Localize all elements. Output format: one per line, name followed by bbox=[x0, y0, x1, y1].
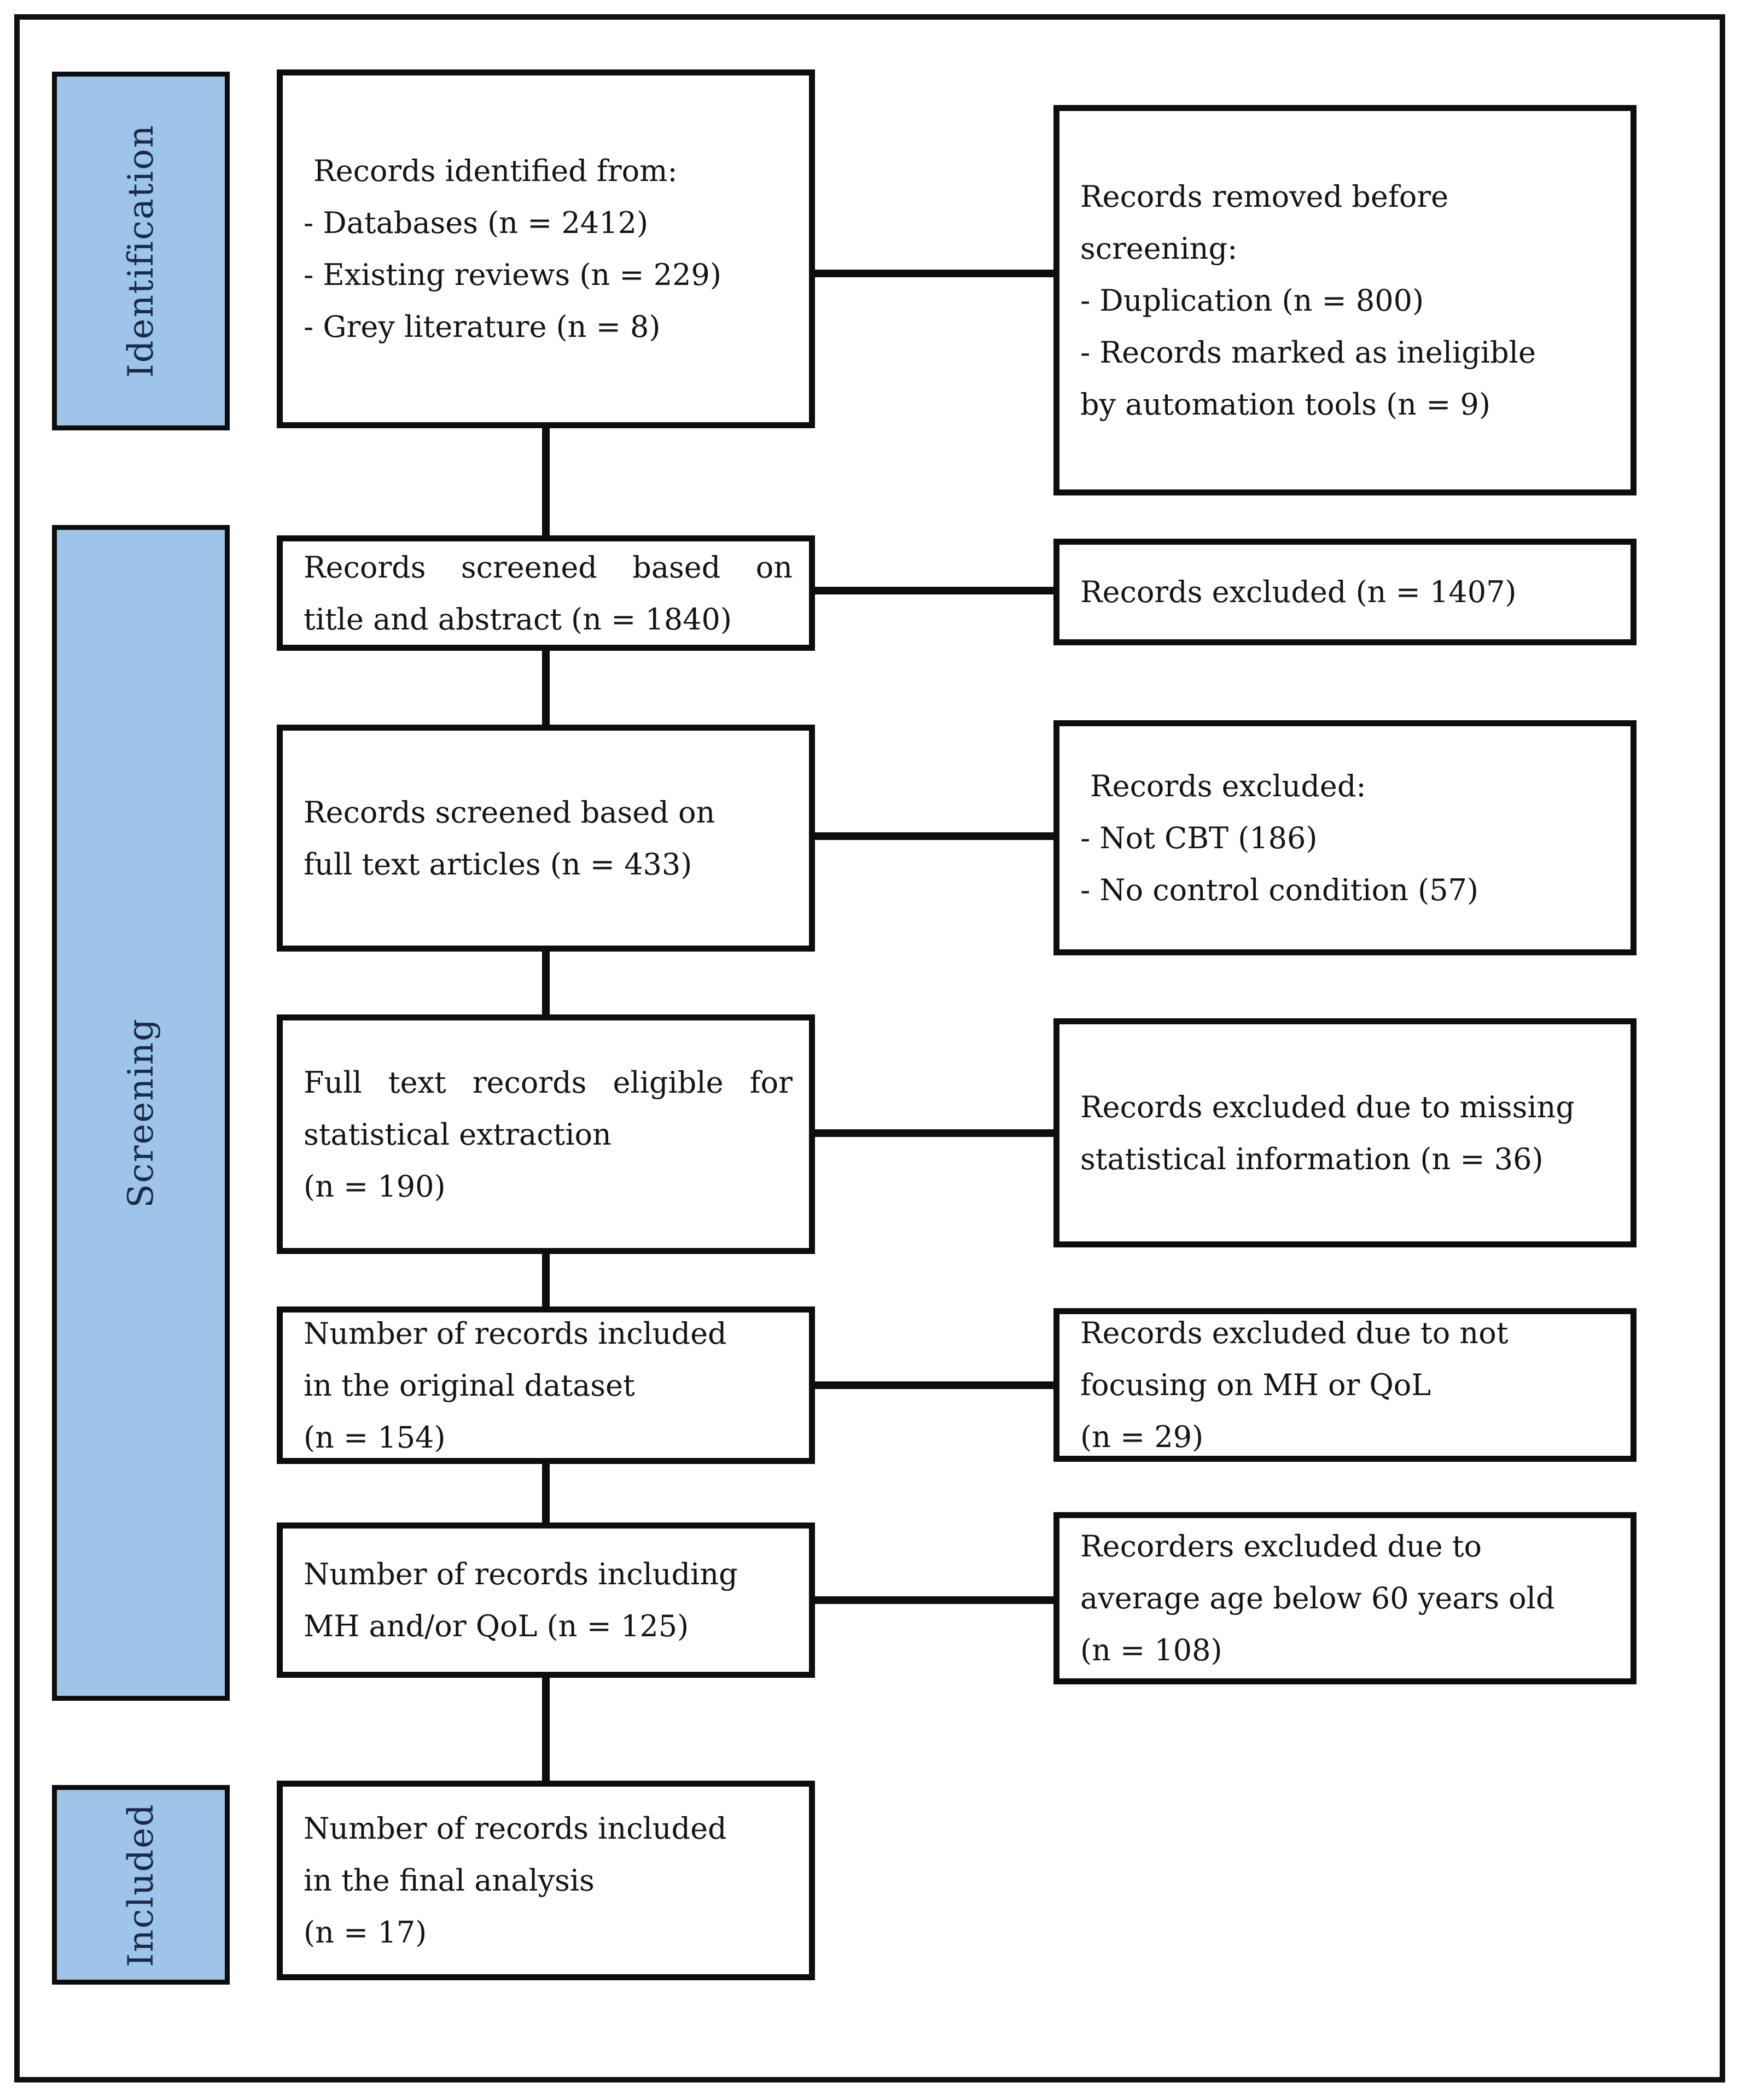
box-removed-before-screening-line: - Duplication (n = 800) bbox=[1080, 283, 1424, 318]
connector-full-text-to-excluded bbox=[815, 832, 1053, 840]
box-records-excluded-full-text-line: - Not CBT (186) bbox=[1080, 820, 1318, 855]
box-excluded-missing-statistics-line: statistical information (n = 36) bbox=[1080, 1141, 1544, 1176]
connector-title-abstract-to-excluded bbox=[815, 587, 1053, 594]
box-removed-before-screening: Records removed before screening: - Dupl… bbox=[1053, 105, 1637, 495]
box-excluded-missing-statistics: Records excluded due to missing statisti… bbox=[1053, 1018, 1637, 1247]
box-removed-before-screening-line: screening: bbox=[1080, 231, 1238, 266]
connector-original-dataset-to-mh-qol bbox=[542, 1464, 550, 1522]
box-original-dataset-line: in the original dataset bbox=[304, 1368, 635, 1403]
stage-included: Included bbox=[52, 1785, 230, 1985]
box-eligible-statistical-extraction-line: Full text records eligible for bbox=[304, 1065, 793, 1100]
box-excluded-age-below-60-line: (n = 108) bbox=[1080, 1633, 1222, 1667]
connector-extraction-to-excluded bbox=[815, 1129, 1053, 1137]
box-final-analysis-line: (n = 17) bbox=[304, 1915, 427, 1950]
stage-screening-label: Screening bbox=[120, 1018, 161, 1208]
box-eligible-statistical-extraction: Full text records eligible for statistic… bbox=[277, 1014, 815, 1254]
box-records-identified-line: - Grey literature (n = 8) bbox=[304, 310, 661, 344]
box-original-dataset-line: Number of records included bbox=[304, 1316, 727, 1351]
box-records-identified: Records identified from: - Databases (n … bbox=[277, 69, 815, 428]
connector-extraction-to-original-dataset bbox=[542, 1254, 550, 1306]
box-final-analysis-line: in the final analysis bbox=[304, 1863, 595, 1898]
box-excluded-age-below-60-line: average age below 60 years old bbox=[1080, 1581, 1555, 1615]
box-final-analysis-line: Number of records included bbox=[304, 1811, 727, 1846]
box-records-excluded-title-abstract: Records excluded (n = 1407) bbox=[1053, 539, 1637, 645]
box-original-dataset: Number of records included in the origin… bbox=[277, 1306, 815, 1464]
box-records-identified-line: - Databases (n = 2412) bbox=[304, 206, 649, 240]
box-records-excluded-full-text-line: - No control condition (57) bbox=[1080, 872, 1478, 907]
box-excluded-missing-statistics-line: Records excluded due to missing bbox=[1080, 1089, 1575, 1124]
box-screened-full-text: Records screened based on full text arti… bbox=[277, 725, 815, 952]
box-original-dataset-line: (n = 154) bbox=[304, 1420, 446, 1455]
box-records-excluded-title-abstract-line: Records excluded (n = 1407) bbox=[1080, 575, 1517, 609]
box-screened-title-abstract: Records screened based on title and abst… bbox=[277, 535, 815, 651]
box-removed-before-screening-line: Records removed before bbox=[1080, 179, 1449, 214]
stage-identification-label: Identification bbox=[120, 124, 161, 378]
box-screened-full-text-line: full text articles (n = 433) bbox=[304, 847, 692, 882]
connector-full-text-to-extraction bbox=[542, 952, 550, 1014]
box-excluded-not-mh-qol-line: focusing on MH or QoL bbox=[1080, 1368, 1431, 1402]
connector-mh-qol-to-final-analysis bbox=[542, 1678, 550, 1781]
box-final-analysis: Number of records included in the final … bbox=[277, 1781, 815, 1980]
box-records-identified-line: - Existing reviews (n = 229) bbox=[304, 258, 721, 292]
box-excluded-not-mh-qol-line: Records excluded due to not bbox=[1080, 1316, 1509, 1350]
box-including-mh-qol: Number of records including MH and/or Qo… bbox=[277, 1522, 815, 1678]
stage-identification: Identification bbox=[52, 72, 230, 430]
connector-title-abstract-to-full-text bbox=[542, 651, 550, 725]
box-excluded-age-below-60: Recorders excluded due to average age be… bbox=[1053, 1512, 1637, 1684]
connector-mh-qol-to-excluded bbox=[815, 1596, 1053, 1604]
box-records-identified-line: Records identified from: bbox=[313, 154, 678, 188]
box-eligible-statistical-extraction-line: statistical extraction bbox=[304, 1117, 612, 1152]
stage-screening: Screening bbox=[52, 525, 230, 1701]
box-excluded-not-mh-qol-line: (n = 29) bbox=[1080, 1420, 1204, 1454]
box-excluded-age-below-60-line: Recorders excluded due to bbox=[1080, 1529, 1482, 1564]
box-removed-before-screening-line: by automation tools (n = 9) bbox=[1080, 387, 1490, 422]
stage-included-label: Included bbox=[120, 1802, 161, 1967]
box-including-mh-qol-line: Number of records including bbox=[304, 1557, 738, 1591]
box-screened-title-abstract-line: Records screened based on bbox=[304, 550, 793, 585]
box-records-excluded-full-text-line: Records excluded: bbox=[1090, 768, 1366, 803]
box-eligible-statistical-extraction-line: (n = 190) bbox=[304, 1169, 446, 1204]
connector-identified-to-removed bbox=[815, 270, 1053, 277]
connector-identified-to-title-abstract bbox=[542, 428, 550, 535]
box-excluded-not-mh-qol: Records excluded due to not focusing on … bbox=[1053, 1308, 1637, 1462]
connector-original-dataset-to-excluded bbox=[815, 1381, 1053, 1389]
box-records-excluded-full-text: Records excluded: - Not CBT (186) - No c… bbox=[1053, 720, 1637, 955]
box-including-mh-qol-line: MH and/or QoL (n = 125) bbox=[304, 1609, 689, 1643]
box-screened-full-text-line: Records screened based on bbox=[304, 795, 715, 830]
box-removed-before-screening-line: - Records marked as ineligible bbox=[1080, 335, 1536, 370]
figure-border bbox=[14, 14, 1725, 2082]
box-screened-title-abstract-line: title and abstract (n = 1840) bbox=[304, 602, 732, 637]
